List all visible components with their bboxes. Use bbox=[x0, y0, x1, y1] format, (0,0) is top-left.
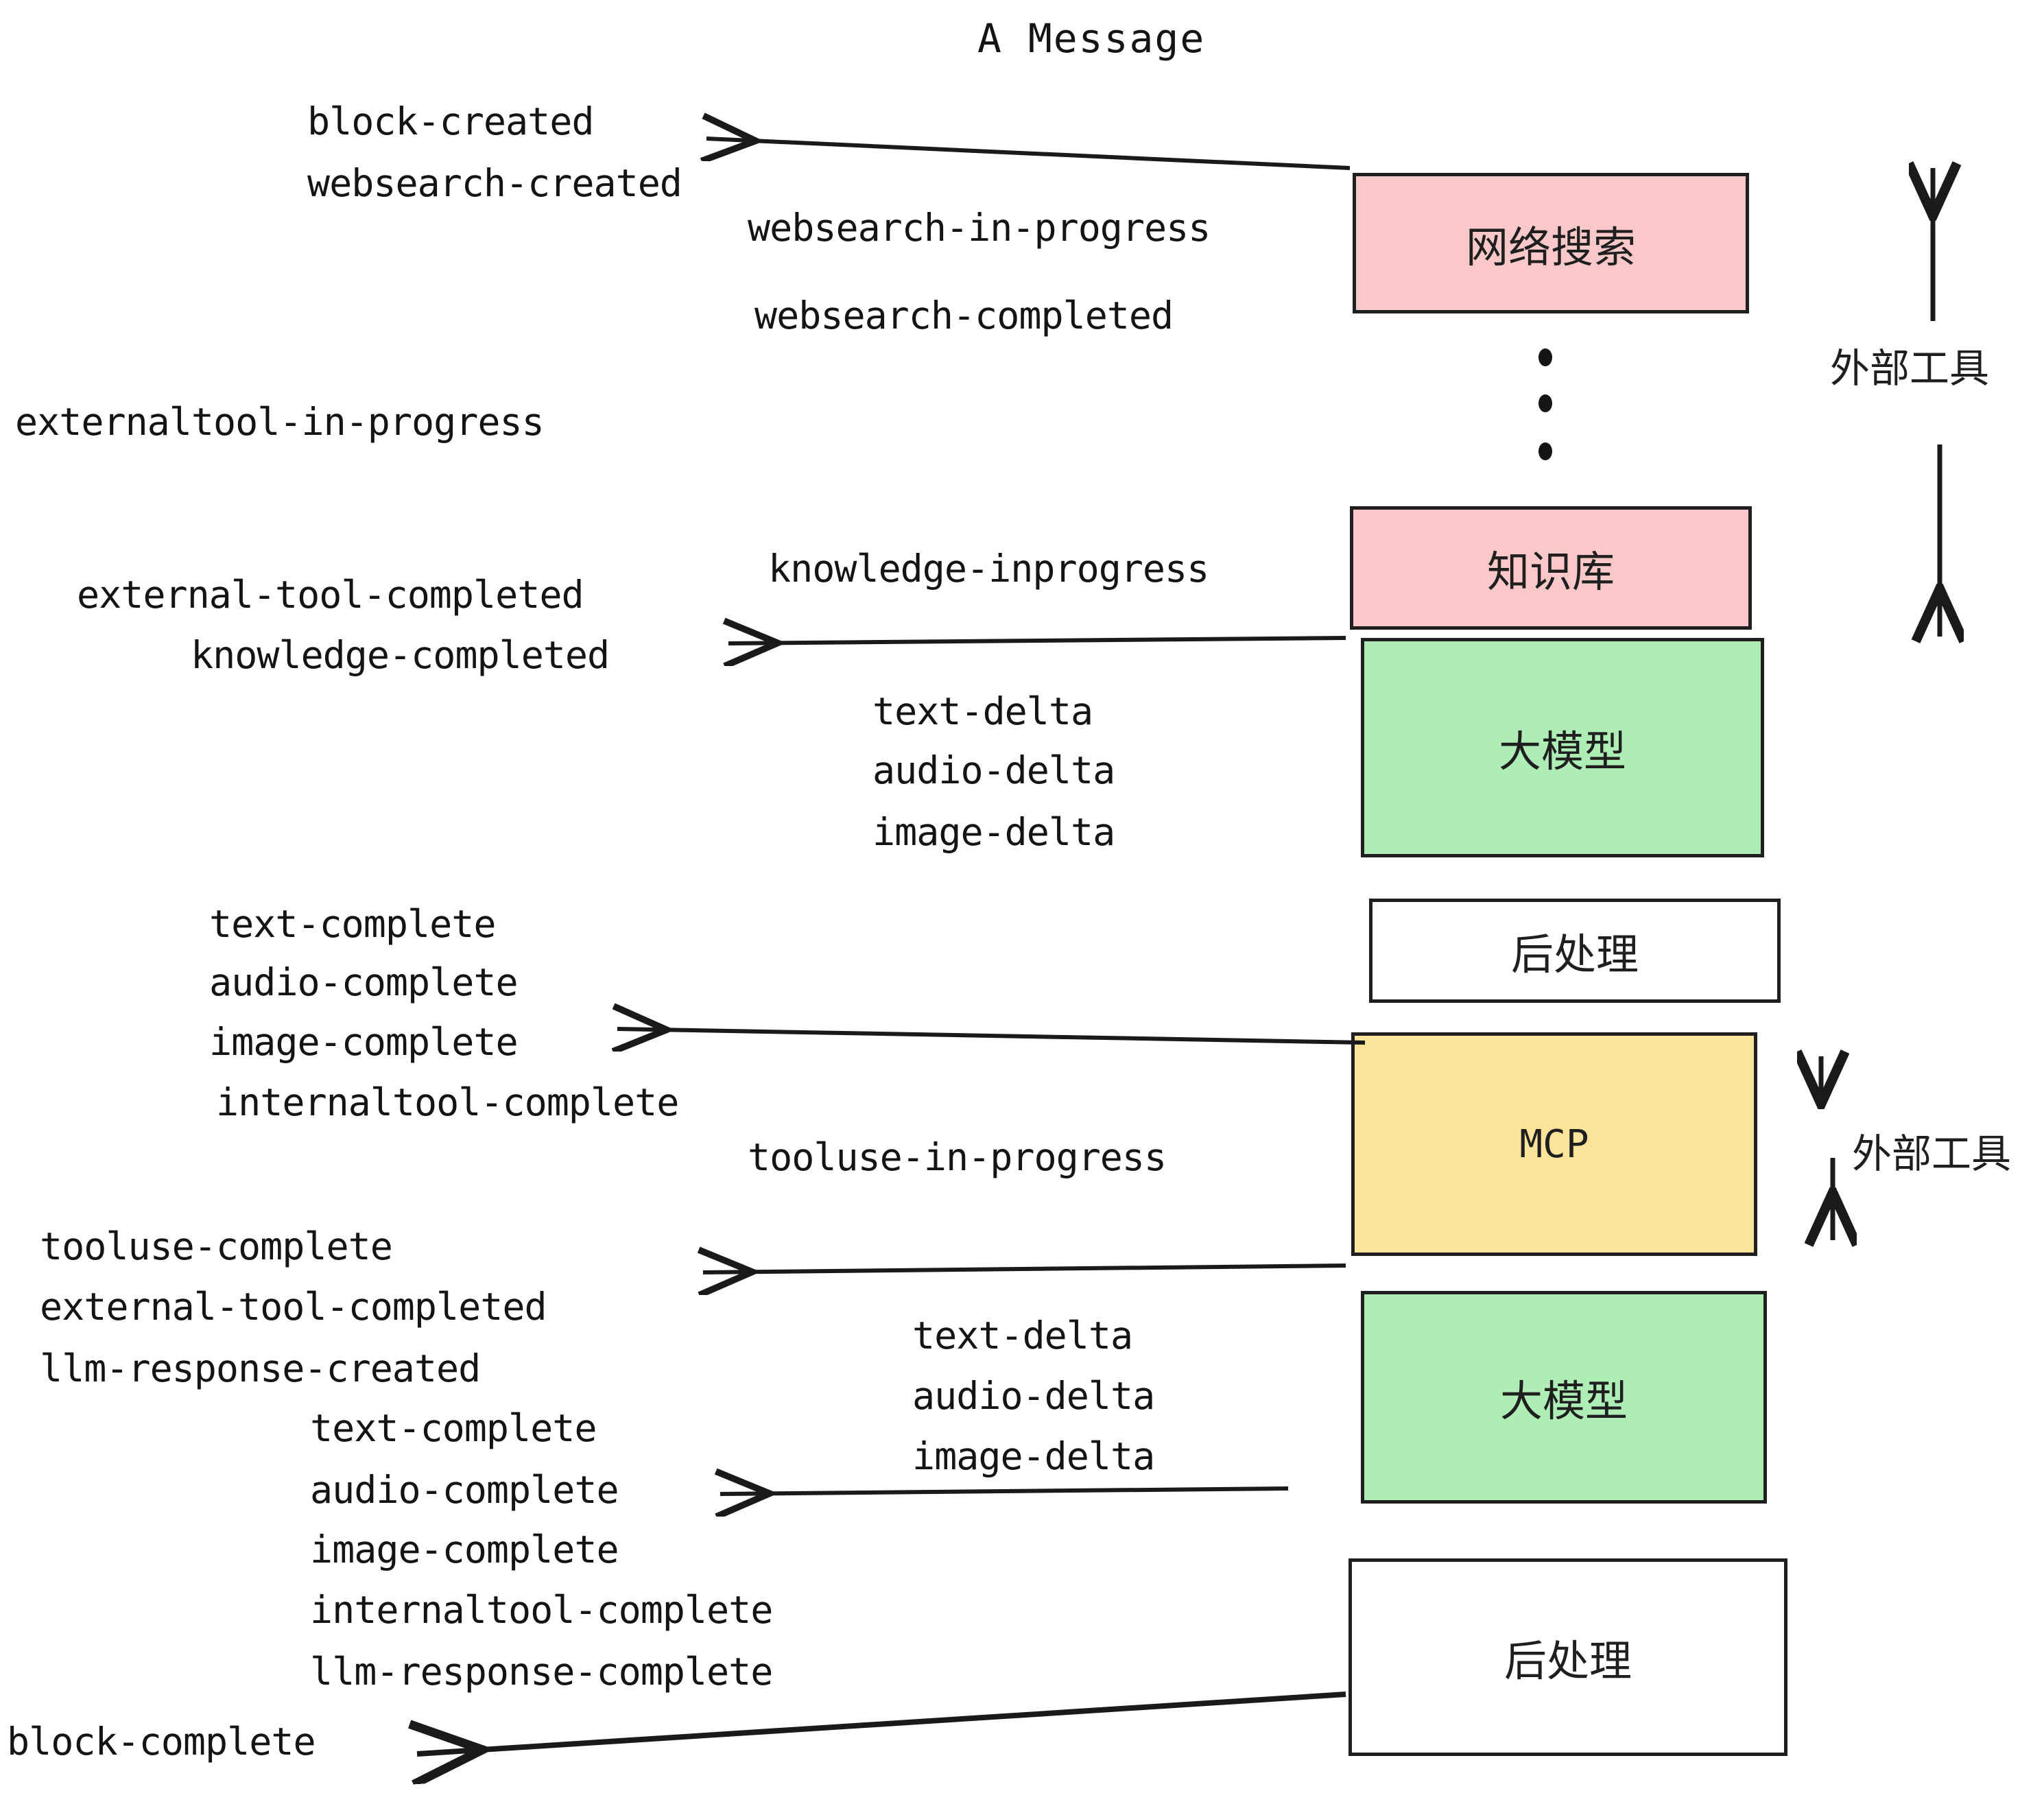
component-box-llm-top[interactable]: 大模型 bbox=[1361, 638, 1764, 857]
page-title: A Message bbox=[977, 15, 1206, 62]
event-tooluse-in-progress: tooluse-in-progress bbox=[748, 1135, 1167, 1179]
component-box-llm-bottom[interactable]: 大模型 bbox=[1361, 1291, 1767, 1504]
component-box-postprocess-top[interactable]: 后处理 bbox=[1369, 899, 1781, 1003]
event-internaltool-complete-1: internaltool-complete bbox=[216, 1080, 679, 1124]
ellipsis-dot bbox=[1538, 442, 1552, 460]
arrow-postprocess-to-image-complete bbox=[617, 1029, 1366, 1043]
component-label-postprocess-bottom: 后处理 bbox=[1504, 1636, 1632, 1686]
component-box-postprocess-bottom[interactable]: 后处理 bbox=[1348, 1558, 1787, 1756]
arrow-llm-to-audio-complete bbox=[720, 1488, 1289, 1494]
component-label-llm-top: 大模型 bbox=[1498, 726, 1626, 776]
component-box-mcp[interactable]: MCP bbox=[1351, 1032, 1757, 1256]
external-tools-label-top: 外部工具 bbox=[1830, 345, 1990, 392]
component-label-websearch: 网络搜索 bbox=[1465, 222, 1636, 272]
component-box-knowledge[interactable]: 知识库 bbox=[1350, 506, 1752, 630]
event-external-tool-completed-2: external-tool-completed bbox=[40, 1285, 547, 1329]
event-audio-delta-2: audio-delta bbox=[912, 1374, 1155, 1418]
event-audio-delta-1: audio-delta bbox=[872, 748, 1115, 792]
event-websearch-created: websearch-created bbox=[307, 161, 682, 205]
event-knowledge-inprogress: knowledge-inprogress bbox=[768, 547, 1209, 591]
event-websearch-in-progress: websearch-in-progress bbox=[748, 206, 1211, 250]
event-audio-complete-2: audio-complete bbox=[310, 1468, 619, 1512]
event-llm-response-created: llm-response-created bbox=[40, 1346, 481, 1390]
arrow-knowledge-to-completed bbox=[728, 638, 1346, 643]
component-label-postprocess-top: 后处理 bbox=[1510, 929, 1639, 980]
component-label-knowledge: 知识库 bbox=[1486, 547, 1615, 597]
event-audio-complete-1: audio-complete bbox=[209, 960, 519, 1004]
ellipsis-dot bbox=[1538, 394, 1552, 412]
external-tools-label-bottom: 外部工具 bbox=[1852, 1130, 2012, 1177]
event-text-delta-2: text-delta bbox=[912, 1314, 1133, 1357]
arrow-postprocess-to-block-complete bbox=[417, 1692, 1346, 1754]
event-text-delta-1: text-delta bbox=[872, 689, 1093, 733]
event-externaltool-in-progress: externaltool-in-progress bbox=[15, 400, 545, 444]
event-block-created: block-created bbox=[307, 99, 594, 143]
event-knowledge-completed: knowledge-completed bbox=[191, 633, 610, 677]
event-block-complete: block-complete bbox=[7, 1720, 316, 1764]
event-text-complete-2: text-complete bbox=[310, 1406, 597, 1450]
event-image-complete-2: image-complete bbox=[310, 1528, 619, 1571]
event-websearch-completed: websearch-completed bbox=[754, 294, 1174, 337]
ellipsis-dot bbox=[1538, 348, 1552, 366]
event-text-complete-1: text-complete bbox=[209, 902, 496, 946]
component-box-websearch[interactable]: 网络搜索 bbox=[1353, 173, 1749, 313]
event-image-complete-1: image-complete bbox=[209, 1020, 519, 1064]
arrow-websearch-to-created bbox=[706, 139, 1351, 170]
event-image-delta-2: image-delta bbox=[912, 1434, 1155, 1478]
component-label-llm-bottom: 大模型 bbox=[1499, 1376, 1628, 1426]
arrow-mcp-to-tooluse-complete bbox=[703, 1266, 1346, 1272]
event-tooluse-complete: tooluse-complete bbox=[40, 1224, 393, 1268]
component-label-mcp: MCP bbox=[1519, 1121, 1589, 1167]
event-image-delta-1: image-delta bbox=[872, 810, 1115, 854]
event-llm-response-complete: llm-response-complete bbox=[310, 1650, 773, 1694]
event-external-tool-completed-1: external-tool-completed bbox=[77, 573, 584, 617]
event-internaltool-complete-2: internaltool-complete bbox=[310, 1588, 773, 1632]
